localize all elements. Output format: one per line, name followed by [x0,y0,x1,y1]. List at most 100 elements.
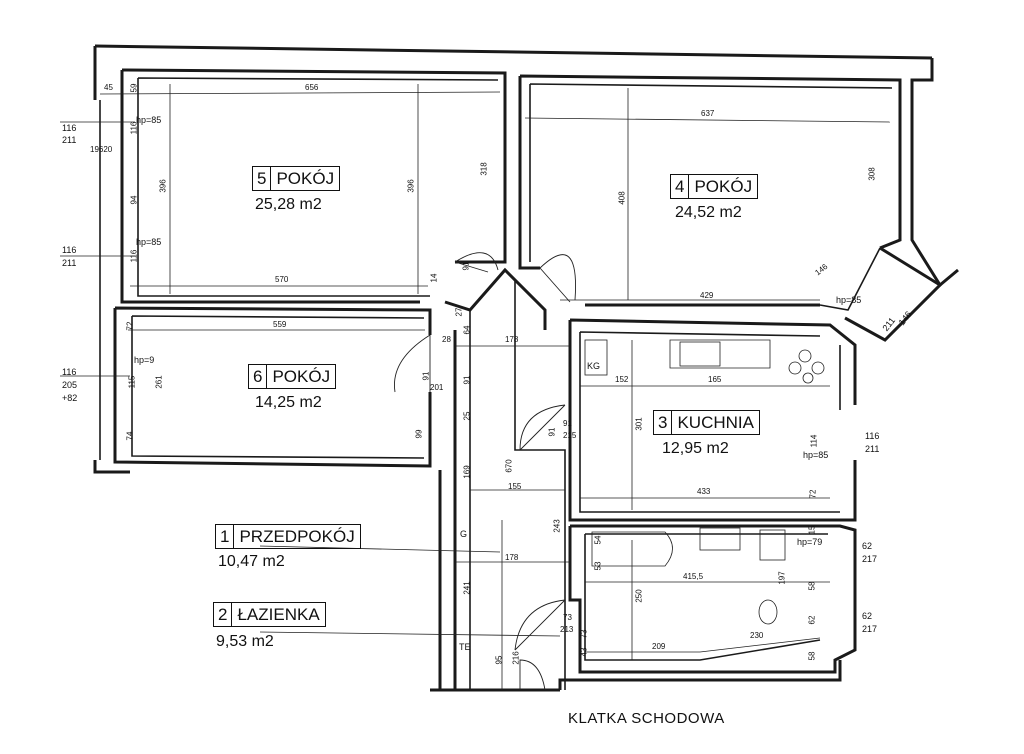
dim-label: 178 [505,553,519,562]
room-5-number: 5 [252,166,272,191]
dim-label: 308 [867,167,877,181]
room-5-label: 5 POKÓJ [252,166,341,191]
toilet-icon [758,599,778,625]
dim-label: 91 [547,427,557,437]
dim-label: 201 [430,383,444,392]
window-width: 62 [862,541,873,551]
dim-label: 91 [421,371,431,381]
dim-label: 53 [593,561,603,571]
room-6-walls [113,306,432,468]
bathroom-inner [584,533,828,661]
sill-height: hp=9 [134,355,155,365]
dim-line-656 [99,91,501,95]
room-2-name: ŁAZIENKA [232,602,326,627]
sill-height: hp=85 [136,237,162,247]
window-height: 211 [62,258,77,268]
dim-label: 14 [429,273,439,283]
stove-burner-icon [788,361,802,375]
dim-label: 178 [505,335,519,344]
kitchen-inner [579,331,841,513]
dim-label: 261 [154,375,164,389]
dim-label: 213 [560,625,574,634]
dim-label: 243 [552,519,562,533]
room-6-name: POKÓJ [267,364,337,389]
room-4-walls [518,74,902,307]
dim-label: 116 [129,249,139,263]
dim-label: 433 [697,487,711,496]
room-6-number: 6 [248,364,268,389]
window-width: 62 [862,611,873,621]
door-room-5 [454,252,499,273]
dim-label: 91 [563,419,572,428]
dim-label: 301 [634,417,644,431]
dim-label: 43 [579,647,589,657]
room-2-number: 2 [213,602,233,627]
door-entrance [519,659,546,691]
dim-label: 28 [442,335,451,344]
kitchen-counter [669,339,771,369]
dim-label: 72 [808,489,818,499]
sill-height: hp=85 [836,295,862,305]
sink-icon [679,341,721,367]
room-5-walls [120,68,507,304]
dim-label: 656 [305,83,319,92]
dim-label: 408 [617,191,627,205]
dim-label: 74 [125,431,135,441]
sill-height: hp=85 [136,115,162,125]
dim-label: 429 [700,291,714,300]
door-room-6 [393,334,431,393]
window-width: 116 [62,123,77,133]
room-5-name: POKÓJ [271,166,341,191]
dim-label: 15 [807,525,817,535]
hall-walls [444,267,547,692]
dim-label: 209 [652,642,666,651]
kitchen-walls [568,318,857,522]
dim-label: 114 [809,434,819,448]
room-leader-lines [259,545,561,637]
dim-label: 396 [158,179,168,193]
dim-line-209-230 [585,637,821,653]
dim-line-637 [524,117,891,123]
dim-label: 94 [129,195,139,205]
window-height: 211 [865,444,880,454]
window-width: 116 [62,367,77,377]
dim-label: 250 [634,589,644,603]
dim-label: 73 [579,629,589,639]
room-3-number: 3 [653,410,673,435]
room-1-area: 10,47 m2 [218,553,285,570]
dim-label: 72 [125,321,135,331]
window-extra: +82 [62,393,78,403]
room-6-area: 14,25 m2 [255,394,322,411]
window-width: 116 [865,431,880,441]
dim-label: 215 [563,431,577,440]
dim-label: 62 [807,615,817,625]
room-1-label: 1 PRZEDPOKÓJ [215,524,361,549]
room-4-area: 24,52 m2 [675,204,742,221]
dim-label: 216 [511,651,521,665]
hall-inner [469,280,566,690]
sill-height: hp=79 [797,537,823,547]
dim-label: 64 [462,325,472,335]
dim-label: 115 [127,375,137,389]
bathtub-icon [591,531,673,567]
room-3-name: KUCHNIA [672,410,760,435]
room-1-name: PRZEDPOKÓJ [234,524,361,549]
dim-label: 165 [708,375,722,384]
dim-label: 241 [462,581,472,595]
room-3-area: 12,95 m2 [662,440,729,457]
room-4-inner [529,83,893,311]
dim-label: 230 [750,631,764,640]
dim-label: 58 [807,651,817,661]
bathroom-walls [568,524,857,674]
dim-label: 58 [807,581,817,591]
dim-label: 99 [414,429,424,439]
stove-burner-icon [802,372,814,384]
dim-label: 45 [104,83,113,92]
window-height: 217 [862,554,878,564]
hall-left-wall [438,470,455,692]
dim-label: 73 [563,613,572,622]
door-bathroom [514,599,566,651]
dim-label: 169 [462,465,472,479]
dim-label: 25 [462,411,472,421]
